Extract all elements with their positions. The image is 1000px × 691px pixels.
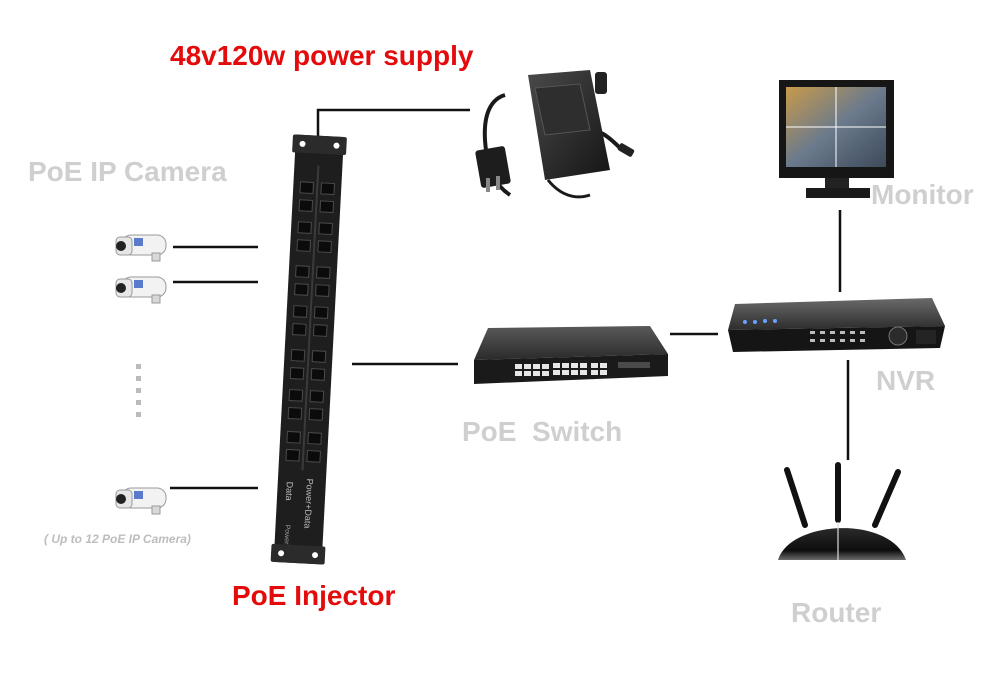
more-cameras-dots [136,364,141,417]
monitor-label: Monitor [871,179,974,210]
camera-label: PoE IP Camera [28,156,227,187]
router-label: Router [791,597,882,628]
line-injector-to-power-supply [316,108,470,140]
connection-lines [170,108,850,490]
injector-port-label-data: Data [284,481,295,501]
wifi-router-icon [778,462,906,560]
camera-count-note: ( Up to 12 PoE IP Camera) [44,532,191,546]
rack-poe-injector-icon: Data Power+Data Power [270,134,347,565]
injector-side-label: Power [283,524,291,545]
bullet-camera-icon-12 [115,487,167,515]
switch-label: PoE Switch [462,416,623,447]
bullet-camera-icon-2 [115,276,167,304]
power-adapter-icon [475,70,635,199]
nvr-recorder-icon [728,298,945,352]
injector-label: PoE Injector [232,580,396,611]
injector-ports [285,181,336,463]
injector-port-label-power-data: Power+Data [302,478,315,528]
power-supply-label: 48v120w power supply [170,40,474,71]
network-switch-icon [474,326,668,384]
bullet-camera-icon-1 [115,234,167,262]
nvr-label: NVR [876,365,936,396]
cctv-monitor-icon [779,80,894,198]
